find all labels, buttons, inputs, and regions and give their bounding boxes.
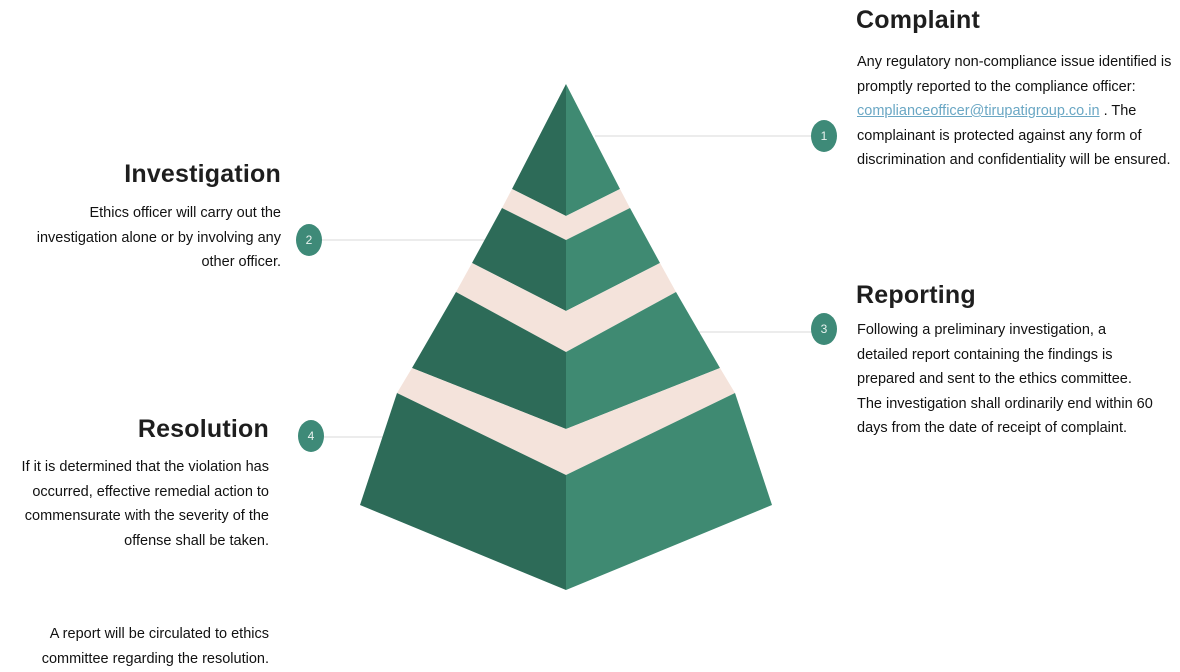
pyramid-tier-3-right-face xyxy=(566,292,720,429)
pyramid-tier-4-right-face xyxy=(566,393,772,590)
investigation-description: Ethics officer will carry out the invest… xyxy=(36,205,281,270)
pyramid-gap-1 xyxy=(502,189,630,240)
complaint-text-before: Any regulatory non-compliance issue iden… xyxy=(857,54,1172,95)
pyramid-tier-3 xyxy=(412,292,720,429)
step-number-badge-3: 3 xyxy=(811,313,837,345)
resolution-description: If it is determined that the violation h… xyxy=(21,459,269,549)
step-number-badge-1: 1 xyxy=(811,120,837,152)
reporting-title: Reporting xyxy=(856,281,976,309)
compliance-email-link[interactable]: complianceofficer@tirupatigroup.co.in xyxy=(857,103,1100,119)
pyramid-tier-2 xyxy=(472,208,660,311)
pyramid-tier-1-right-face xyxy=(566,84,620,216)
pyramid-tier-1 xyxy=(512,84,620,216)
complaint-description: Any regulatory non-compliance issue iden… xyxy=(857,50,1177,173)
resolution-title: Resolution xyxy=(137,415,269,443)
complaint-title: Complaint xyxy=(856,6,981,34)
pyramid-tier-1-left-face xyxy=(512,84,566,216)
step-number-badge-4: 4 xyxy=(298,420,324,452)
pyramid-tier-2-right-face xyxy=(566,208,660,311)
pyramid-tier-2-left-face xyxy=(472,208,566,311)
investigation-title: Investigation xyxy=(124,160,281,188)
pyramid-gap-3 xyxy=(397,368,735,475)
pyramid-tier-4 xyxy=(360,393,772,590)
complaint-text-after: . The complainant is protected against a… xyxy=(857,103,1171,168)
pyramid-tier-4-left-face xyxy=(360,393,566,590)
pyramid-gap-2 xyxy=(456,263,676,352)
step-number-badge-2: 2 xyxy=(296,224,322,256)
resolution-note: A report will be circulated to ethics co… xyxy=(41,626,269,667)
reporting-description: Following a preliminary investigation, a… xyxy=(857,322,1153,436)
pyramid-tier-3-left-face xyxy=(412,292,566,429)
